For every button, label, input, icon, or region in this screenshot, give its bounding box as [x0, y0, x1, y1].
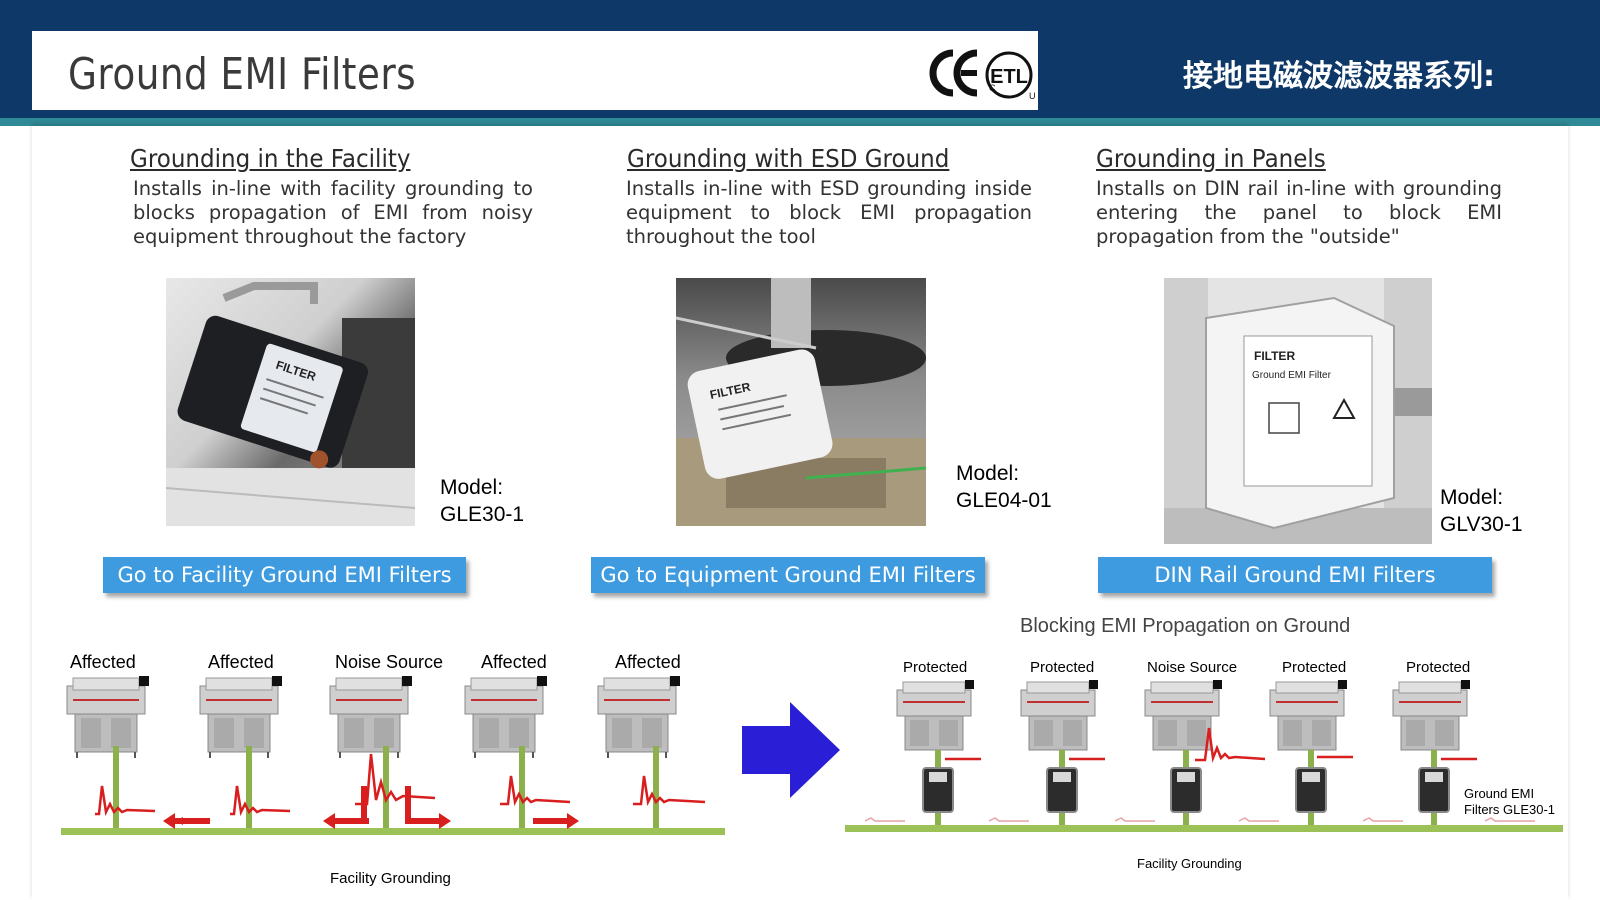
column-heading-panels: Grounding in Panels	[1096, 144, 1326, 173]
model-number-gle04: GLE04-01	[956, 489, 1052, 512]
right-diagram-label-noise: Noise Source	[1147, 659, 1238, 676]
filter-caption-line-2: Filters GLE30-1	[1464, 802, 1556, 817]
chinese-series-title: 接地电磁波滤波器系列:	[1183, 59, 1495, 94]
column-description-facility: Installs in-line with facility grounding…	[133, 177, 533, 248]
photo-gle04-filter: FILTER	[676, 278, 926, 526]
protected-machine-3	[1269, 680, 1348, 751]
right-diagram-label-4: Protected	[1406, 659, 1471, 676]
right-protected-diagram	[845, 680, 1563, 832]
right-diagram-label-1: Protected	[903, 659, 968, 676]
protected-machine-1	[896, 680, 975, 751]
equipment-ground-filters-button[interactable]: Go to Equipment Ground EMI Filters	[591, 557, 985, 593]
machine-icon-1	[66, 676, 150, 759]
protected-machine-4	[1392, 680, 1471, 751]
right-diagram-label-2: Protected	[1030, 659, 1095, 676]
column-heading-esd: Grounding with ESD Ground	[627, 144, 950, 173]
column-heading-facility: Grounding in the Facility	[130, 144, 411, 173]
svg-text:C: C	[989, 83, 996, 93]
photo-gle30-filter: FILTER	[166, 278, 415, 526]
left-diagram-label-3: Affected	[481, 652, 547, 672]
ground-filter-icon-1	[922, 767, 954, 813]
page-title: Ground EMI Filters	[68, 49, 417, 100]
din-rail-ground-filters-button[interactable]: DIN Rail Ground EMI Filters	[1098, 557, 1492, 593]
machine-icon-3	[464, 676, 548, 759]
left-diagram-label-1: Affected	[70, 652, 136, 672]
model-number-gle30: GLE30-1	[440, 503, 525, 526]
etl-listed-icon: ETL US C	[985, 51, 1035, 101]
photo-filter-sublabel-din: Ground EMI Filter	[1252, 370, 1332, 381]
ce-mark-icon	[929, 49, 978, 97]
left-diagram-label-noise: Noise Source	[335, 652, 444, 672]
machine-icon-4	[597, 676, 681, 759]
certification-logos: ETL US C	[929, 49, 1035, 101]
right-diagram-label-3: Protected	[1282, 659, 1347, 676]
left-ground-label: Facility Grounding	[330, 870, 451, 887]
left-propagation-diagram	[61, 676, 725, 835]
column-description-panels: Installs on DIN rail in-line with ground…	[1096, 177, 1502, 248]
right-ground-label: Facility Grounding	[1137, 856, 1242, 871]
machine-icon-noise	[329, 676, 413, 759]
left-diagram-label-2: Affected	[208, 652, 274, 672]
machine-icon-2	[199, 676, 283, 759]
photo-filter-label-din: FILTER	[1254, 349, 1295, 363]
left-ground-bar	[61, 828, 725, 835]
model-label-facility: Model:GLE30-1	[440, 476, 525, 526]
title-box: Ground EMI Filters ETL US C	[32, 31, 1038, 110]
left-arrow-1	[170, 818, 210, 824]
filter-caption-line-1: Ground EMI	[1464, 786, 1535, 801]
model-number-glv30: GLV30-1	[1440, 513, 1523, 536]
svg-text:ETL: ETL	[990, 66, 1028, 88]
photo-glv30-filter: FILTER Ground EMI Filter	[1164, 278, 1432, 544]
ground-filter-icon-3	[1170, 767, 1202, 813]
ground-filter-icon-5	[1418, 767, 1450, 813]
model-label-esd: Model:GLE04-01	[956, 462, 1052, 512]
protected-machine-2	[1020, 680, 1099, 751]
left-diagram-label-4: Affected	[615, 652, 681, 672]
ground-filter-icon-2	[1046, 767, 1078, 813]
right-ground-bar	[845, 825, 1563, 832]
column-description-esd: Installs in-line with ESD grounding insi…	[626, 177, 1032, 248]
ground-filter-icon-4	[1295, 767, 1327, 813]
svg-text:US: US	[1029, 91, 1035, 101]
header-accent-strip	[0, 118, 1600, 126]
right-diagram-title: Blocking EMI Propagation on Ground	[1020, 615, 1351, 637]
transition-arrow-icon	[742, 702, 840, 798]
facility-ground-filters-button[interactable]: Go to Facility Ground EMI Filters	[103, 557, 466, 593]
model-label-panels: Model:GLV30-1	[1440, 486, 1523, 536]
